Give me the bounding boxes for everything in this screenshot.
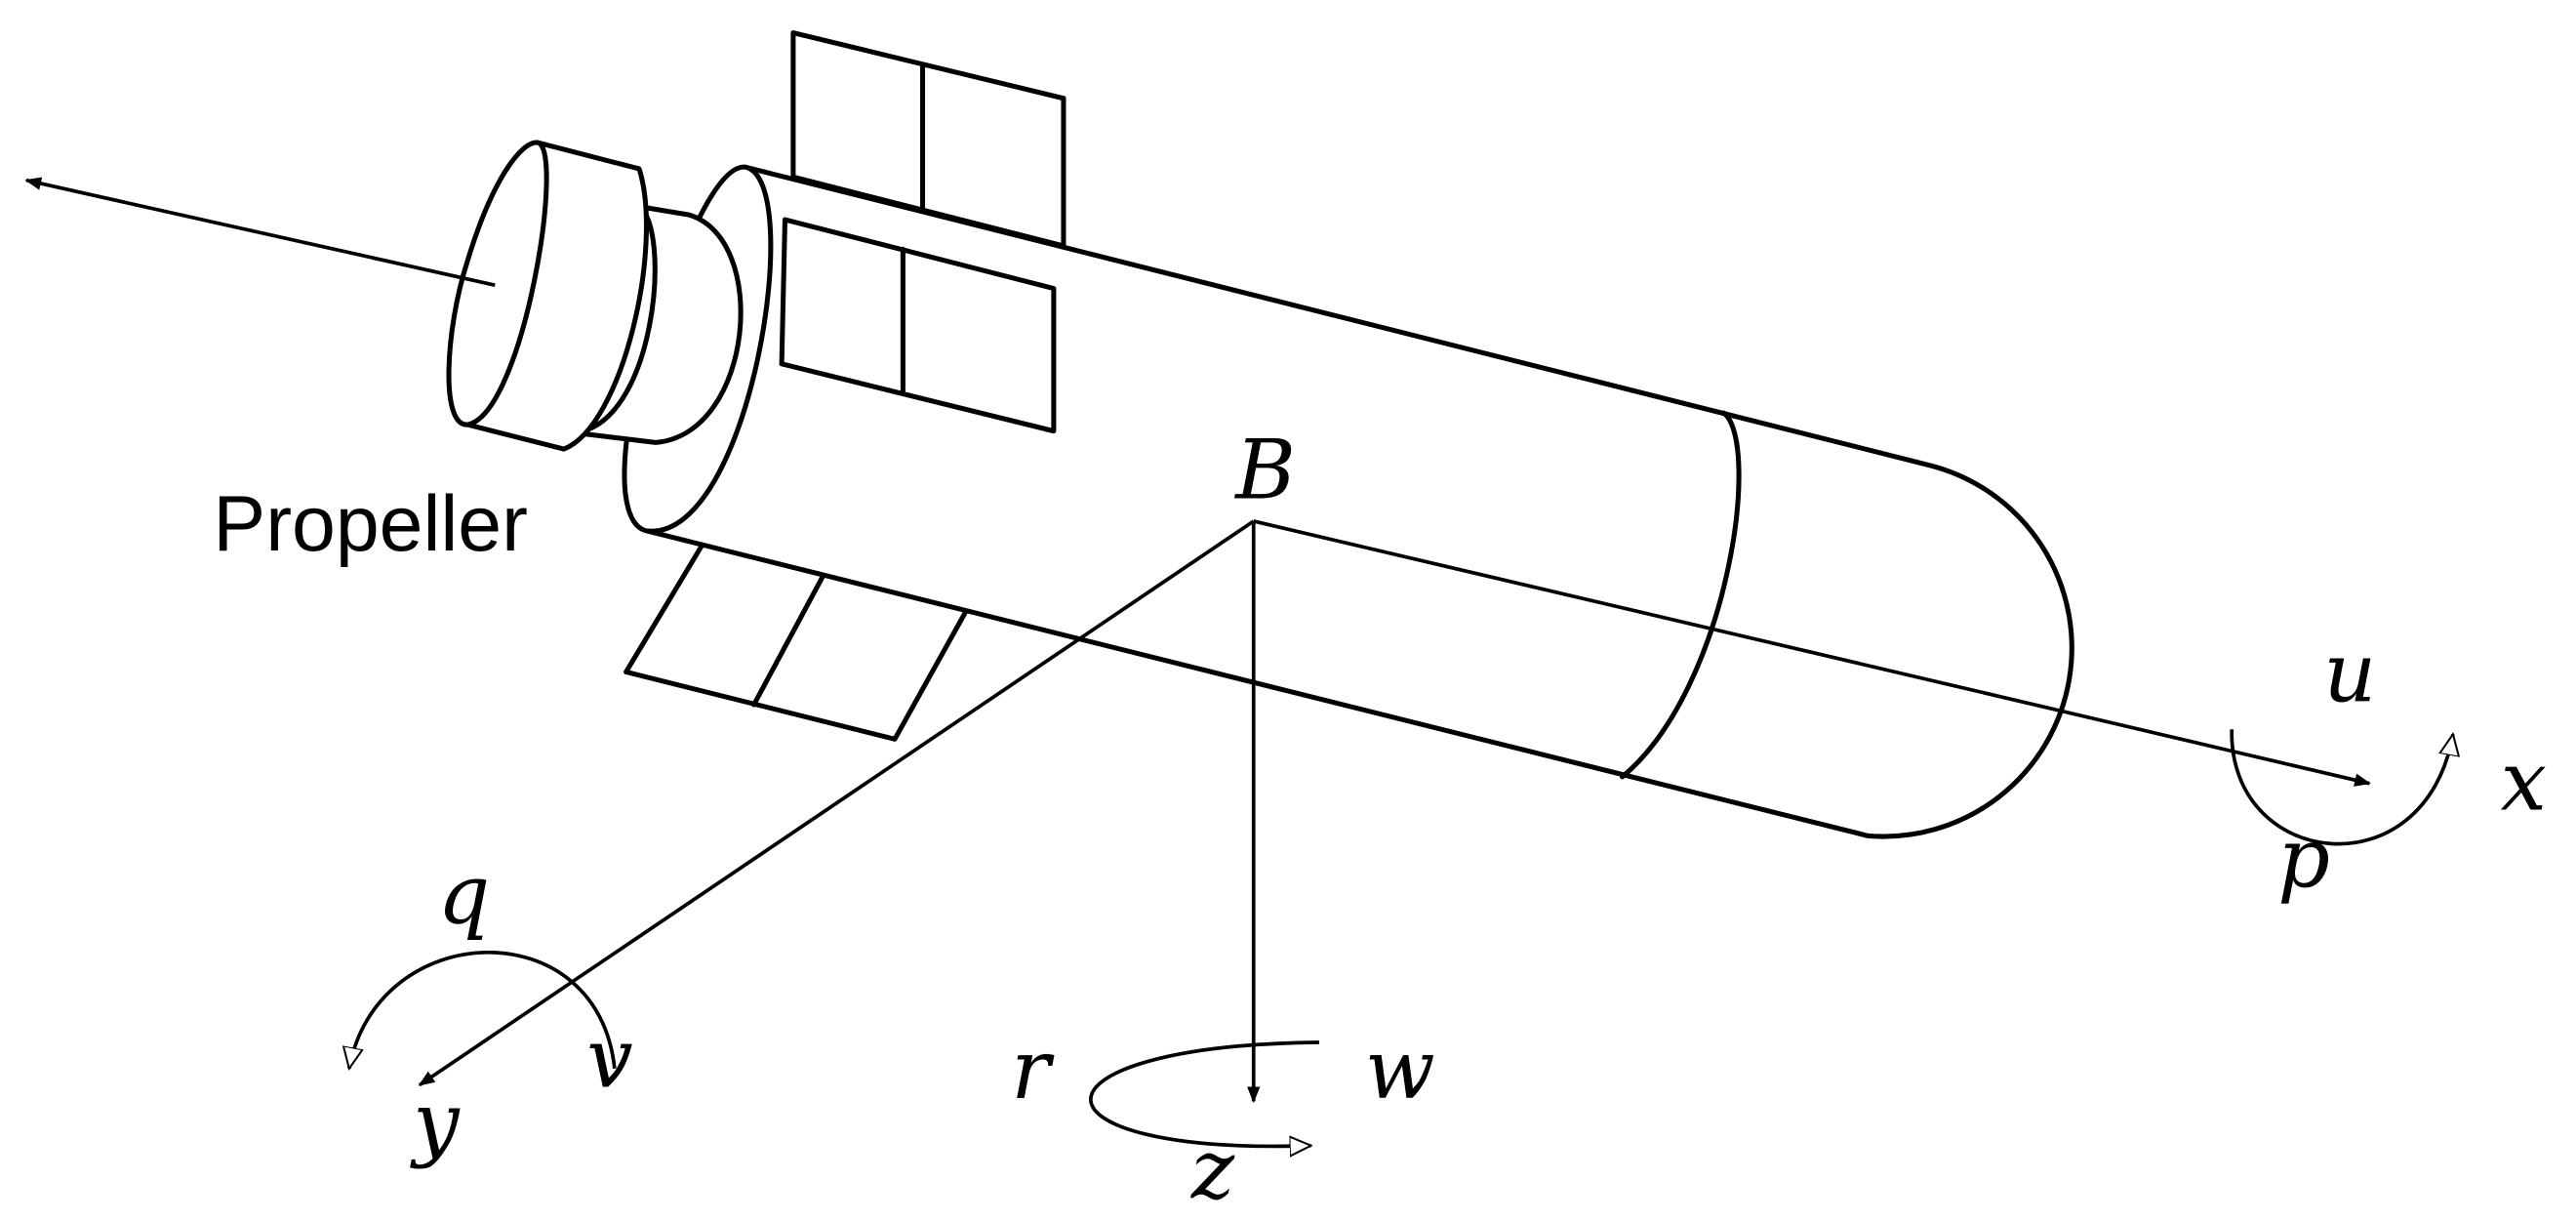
x-axis-label: x [2501,734,2547,830]
p-rotation-arrow [2230,729,2453,846]
q-rotation-arrow [349,950,617,1069]
w-label: w [1365,1022,1435,1118]
v-label: v [586,1010,632,1106]
y-axis-label: y [409,1075,461,1170]
r-label: r [1011,1022,1055,1118]
propeller-label: Propeller [213,480,528,568]
origin-label: B [1233,422,1296,517]
p-label: p [2277,810,2330,906]
z-axis-label: z [1190,1121,1235,1217]
thrust-arrow [24,177,496,287]
q-label: q [437,846,490,942]
u-label: u [2323,626,2376,721]
propeller-assembly [446,140,744,452]
y-axis [418,519,1255,1087]
r-rotation-arrow [1089,1040,1319,1146]
x-axis [1253,519,2371,787]
hull-window [779,217,1057,434]
